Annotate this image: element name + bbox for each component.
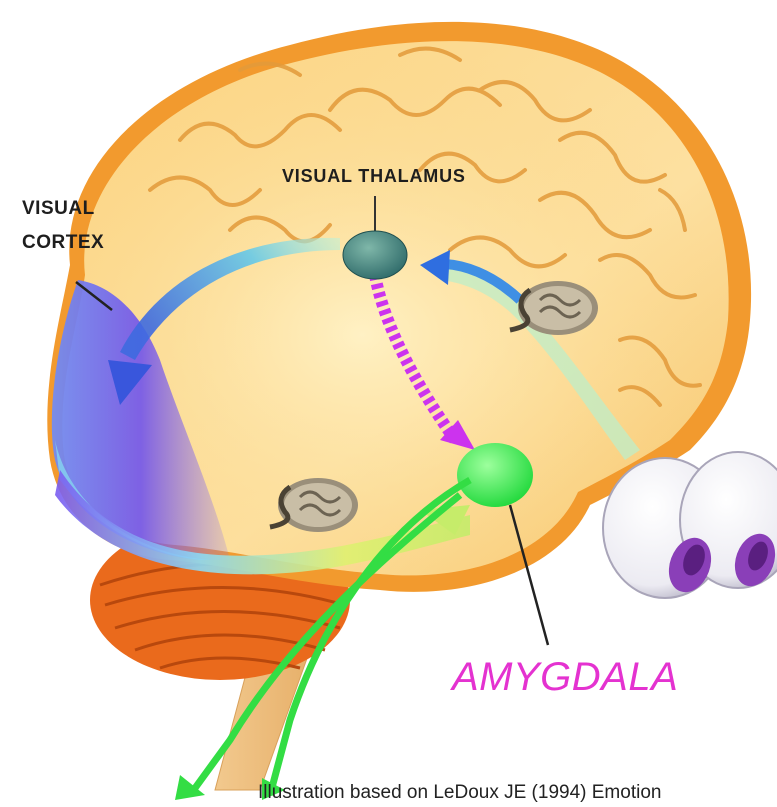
- visual-cortex-label: VISUAL CORTEX: [22, 192, 104, 260]
- amygdala-label: AMYGDALA: [452, 655, 678, 700]
- visual-thalamus-label: VISUAL THALAMUS: [282, 166, 466, 187]
- illustration-credit: Illustration based on LeDoux JE (1994) E…: [258, 782, 661, 804]
- eyes: [603, 452, 777, 598]
- visual-cortex-label-line1: VISUAL: [22, 192, 104, 226]
- visual-cortex-label-line2: CORTEX: [22, 226, 104, 260]
